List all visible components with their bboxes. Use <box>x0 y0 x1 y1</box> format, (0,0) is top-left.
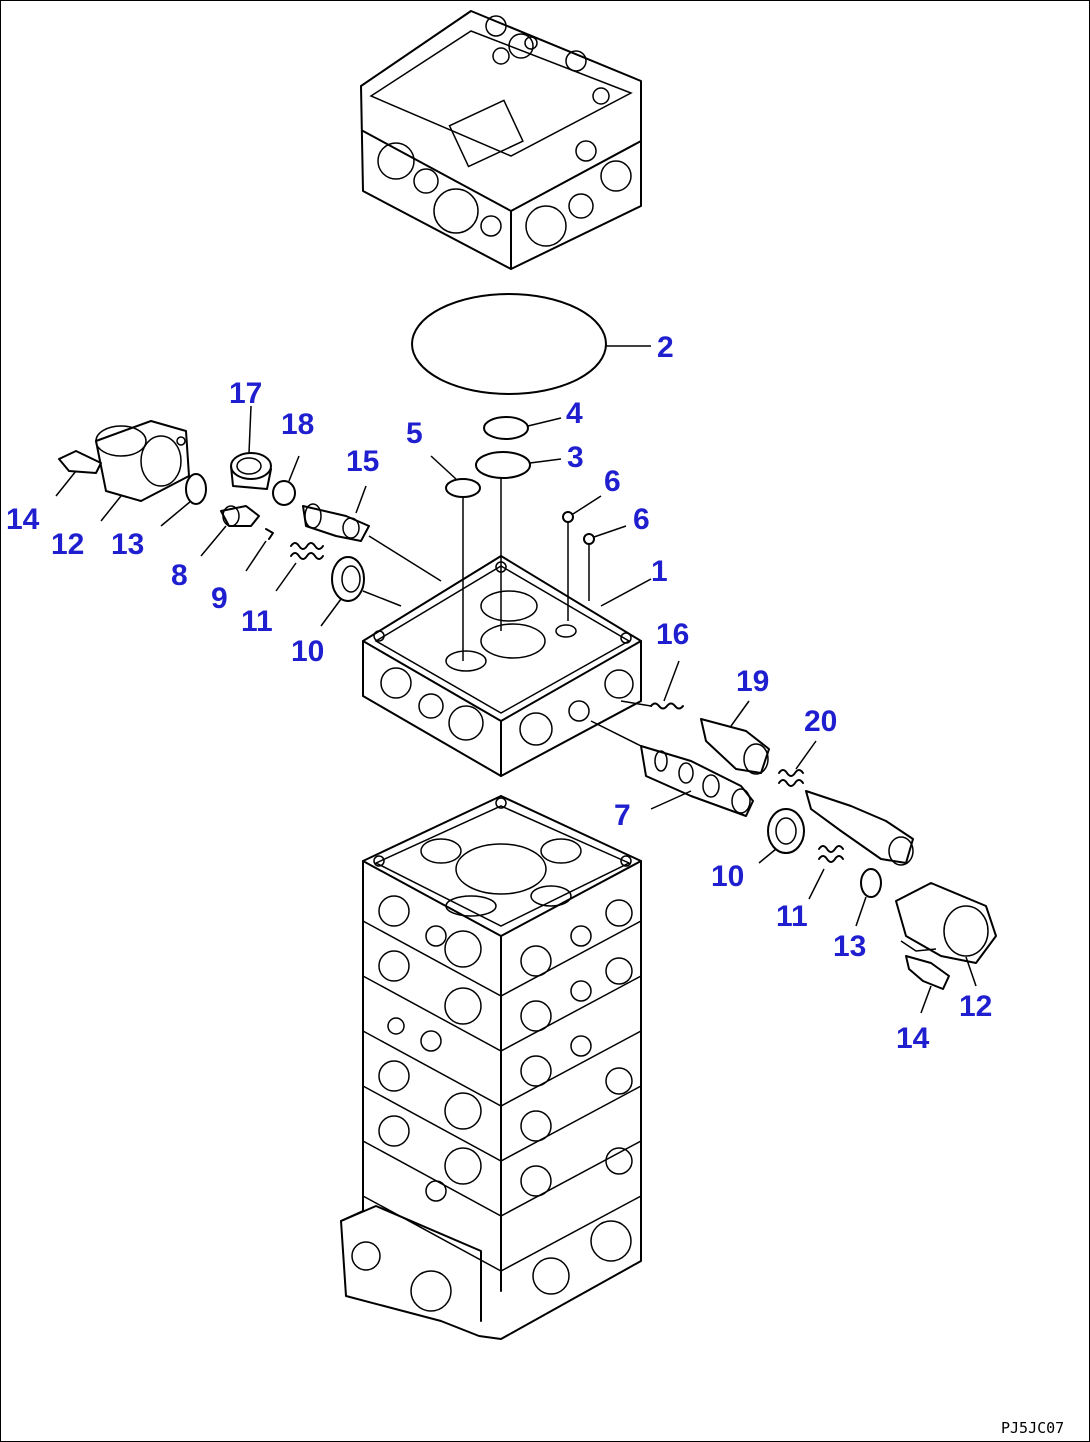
leader-1 <box>600 578 652 607</box>
leader-20 <box>795 740 817 770</box>
leader-15 <box>355 485 367 514</box>
label-part-12b: 12 <box>959 990 992 1023</box>
label-part-9: 9 <box>211 582 228 615</box>
leader-10a <box>320 598 342 627</box>
label-part-6a: 6 <box>604 465 621 498</box>
part-19-spool <box>700 718 770 775</box>
leader-8 <box>200 525 227 557</box>
label-part-14b: 14 <box>896 1022 930 1055</box>
leader-14a <box>55 470 77 497</box>
label-part-11b: 11 <box>776 900 808 933</box>
part-14-bolt-left <box>58 450 102 474</box>
part-6-ball-a <box>562 511 574 523</box>
leader-19 <box>730 700 750 727</box>
label-part-4: 4 <box>566 397 583 430</box>
leader-10b <box>758 848 777 864</box>
assembly-guide-lines <box>462 478 590 661</box>
part-labels: 1 2 3 4 5 6 6 7 8 9 10 10 11 11 12 12 13… <box>6 331 992 1055</box>
label-part-19: 19 <box>736 665 769 698</box>
label-part-3: 3 <box>567 441 584 474</box>
leader-6a <box>572 495 602 515</box>
leader-9 <box>245 540 267 572</box>
guide-7 <box>590 720 642 747</box>
label-part-14a: 14 <box>6 503 40 536</box>
guide-16 <box>620 700 652 707</box>
label-part-13b: 13 <box>833 930 866 963</box>
leader-11b <box>808 868 825 900</box>
part-15-spool <box>302 503 370 542</box>
part-5-o-ring <box>445 478 481 498</box>
label-part-1: 1 <box>651 555 668 588</box>
leader-14b <box>920 985 932 1014</box>
leader-3 <box>529 458 562 464</box>
part-12-cover-right <box>895 882 997 964</box>
top-cover-block <box>360 10 642 270</box>
guide-10a <box>362 590 402 607</box>
label-part-17: 17 <box>229 377 262 410</box>
part-4-o-ring <box>483 416 529 440</box>
part-8-plug <box>220 505 260 527</box>
label-part-16: 16 <box>656 618 689 651</box>
part-7-main-spool <box>640 745 754 817</box>
part-10-retainer-right <box>767 808 805 854</box>
leader-5 <box>430 455 457 480</box>
label-part-8: 8 <box>171 559 188 592</box>
leader-6b <box>593 525 627 538</box>
part-10-retainer-left <box>331 556 365 602</box>
part-18-o-ring <box>272 480 296 506</box>
part-13-o-ring-right <box>860 868 882 898</box>
part-14-bolt-right <box>905 955 950 990</box>
label-part-6b: 6 <box>633 503 650 536</box>
label-part-12a: 12 <box>51 528 84 561</box>
part-13-o-ring-left <box>185 473 207 505</box>
label-part-7: 7 <box>614 799 631 832</box>
leader-11a <box>275 562 297 592</box>
label-part-20: 20 <box>804 705 837 738</box>
leader-18 <box>288 455 300 482</box>
leader-16 <box>663 660 680 702</box>
leader-7 <box>650 790 692 810</box>
leader-4 <box>527 417 562 427</box>
guide-15 <box>368 535 442 582</box>
label-part-2: 2 <box>657 331 674 364</box>
part-20-spring <box>778 769 804 787</box>
leader-17 <box>248 405 252 454</box>
part-9-ring <box>265 528 274 540</box>
label-part-18: 18 <box>281 408 314 441</box>
part-11-spring-right <box>818 845 844 863</box>
drawing-code: PJ5JC07 <box>1001 1419 1064 1437</box>
leader-13a <box>160 500 192 527</box>
leader-12b <box>965 956 977 987</box>
part-1-valve-section <box>362 555 642 777</box>
label-part-13a: 13 <box>111 528 144 561</box>
part-17-plug <box>230 452 272 490</box>
part-2-gasket <box>411 293 607 395</box>
label-part-10a: 10 <box>291 635 324 668</box>
label-part-10b: 10 <box>711 860 744 893</box>
part-11-spring-left <box>290 542 324 560</box>
label-part-11a: 11 <box>241 605 273 638</box>
leader-13b <box>855 896 867 927</box>
lower-valve-stack <box>340 795 642 1340</box>
part-piston-right <box>805 790 914 866</box>
label-part-15: 15 <box>346 445 379 478</box>
part-16-spring-right <box>650 702 684 710</box>
leader-12a <box>100 495 122 522</box>
part-6-ball-b <box>583 533 595 545</box>
part-3-o-ring <box>475 451 531 479</box>
label-part-5: 5 <box>406 417 423 450</box>
part-12-cover-left <box>95 420 190 502</box>
